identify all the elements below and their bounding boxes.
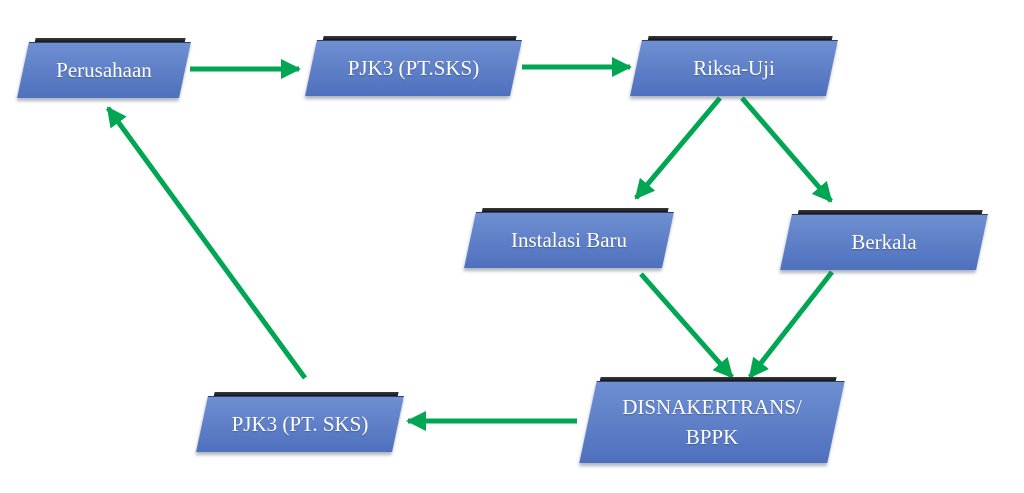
arrow-riksa-uji-to-berkala: [740, 96, 833, 203]
node-riksa-uji: Riksa-Uji: [630, 36, 838, 96]
node-label: Instalasi Baru: [510, 227, 628, 252]
node-label: PJK3 (PT. SKS): [231, 411, 369, 436]
arrow-berkala-to-disnaker: [748, 270, 834, 379]
node-pjk3-bottom: PJK3 (PT. SKS): [196, 392, 404, 452]
arrow-riksa-uji-to-instalasi-baru: [634, 96, 722, 200]
node-label: Perusahaan: [56, 57, 152, 82]
node-instalasi-baru: Instalasi Baru: [464, 208, 674, 268]
node-berkala: Berkala: [780, 210, 988, 270]
node-pjk3-top: PJK3 (PT.SKS): [305, 36, 522, 96]
node-perusahaan: Perusahaan: [17, 38, 191, 98]
node-label: DISNAKERTRANS/ BPPK: [588, 381, 836, 463]
node-label: PJK3 (PT.SKS): [347, 55, 480, 80]
node-label: Berkala: [851, 229, 917, 254]
arrow-pjk3-to-perusahaan: [105, 106, 308, 380]
node-label: Riksa-Uji: [693, 55, 775, 80]
arrow-instalasi-baru-to-disnaker: [639, 272, 734, 379]
node-label-line-2: BPPK: [685, 425, 739, 449]
node-disnakertrans-bppk: DISNAKERTRANS/ BPPK: [579, 377, 845, 463]
node-label-line-1: DISNAKERTRANS/: [622, 394, 802, 419]
